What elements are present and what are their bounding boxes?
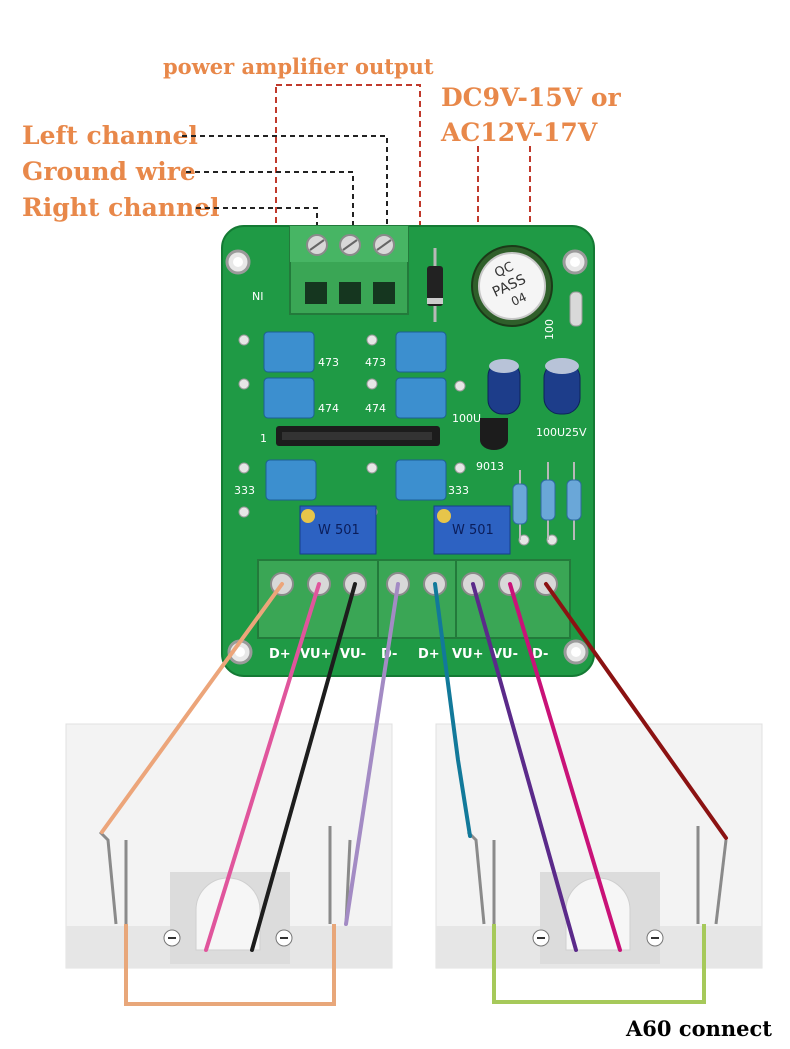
input-terminal-block bbox=[289, 225, 409, 315]
cap-333-right: 333 bbox=[448, 484, 469, 497]
resistor-100 bbox=[569, 291, 583, 327]
bridge-wire-right bbox=[492, 924, 706, 1004]
elcap-right-label: 100U25V bbox=[536, 426, 587, 439]
terminal-label-2: VU+ bbox=[300, 647, 332, 662]
pcb-board: NI QC PASS 04 100 bbox=[221, 225, 595, 677]
power-spec-line1: DC9V-15V or bbox=[441, 83, 621, 112]
vu-meter-left bbox=[65, 723, 393, 969]
left-channel-leader bbox=[182, 135, 388, 240]
cap-474-left: 474 bbox=[318, 402, 339, 415]
pot-left-label: W 501 bbox=[318, 523, 360, 538]
wire-left-vuplus bbox=[204, 582, 321, 952]
wire-left-dminus bbox=[344, 582, 400, 926]
ground-wire-leader bbox=[186, 171, 354, 240]
terminal-label-3: VU- bbox=[340, 647, 366, 662]
terminal-label-6: VU+ bbox=[452, 647, 484, 662]
film-capacitors bbox=[263, 331, 447, 501]
terminal-label-5: D+ bbox=[418, 647, 440, 662]
bridge-wire-left bbox=[124, 924, 336, 1006]
vu-meter-right bbox=[435, 723, 763, 969]
big-cap-mark-1: QC bbox=[492, 259, 516, 281]
resistors-vertical bbox=[512, 462, 582, 540]
input-marker-text: NI bbox=[252, 290, 263, 303]
small-electrolytic-capacitors bbox=[487, 358, 581, 415]
elcap-left-label: 100U bbox=[452, 412, 481, 425]
terminal-label-7: VU- bbox=[492, 647, 518, 662]
right-channel-label: Right channel bbox=[22, 193, 220, 222]
terminal-label-8: D- bbox=[532, 647, 548, 662]
wire-right-vuminus bbox=[508, 582, 622, 952]
wire-right-vuplus bbox=[471, 582, 578, 952]
resistor-100-label: 100 bbox=[543, 319, 556, 340]
wire-right-dplus bbox=[433, 582, 472, 838]
cap-473-right: 473 bbox=[365, 356, 386, 369]
power-amp-output-label: power amplifier output bbox=[163, 54, 434, 79]
main-electrolytic-capacitor: QC PASS 04 bbox=[471, 245, 553, 327]
trim-potentiometers bbox=[299, 505, 511, 555]
ic-strip bbox=[276, 426, 440, 446]
wire-left-vuminus bbox=[250, 582, 357, 952]
diode bbox=[427, 248, 443, 322]
mounting-holes bbox=[225, 249, 589, 665]
transistor bbox=[480, 418, 508, 450]
power-spec-line2: AC12V-17V bbox=[440, 118, 598, 147]
cap-473-left: 473 bbox=[318, 356, 339, 369]
wire-right-dminus bbox=[544, 582, 728, 840]
signal-wires bbox=[100, 582, 728, 952]
big-cap-mark-3: 04 bbox=[509, 290, 529, 309]
wire-left-dplus bbox=[100, 582, 284, 834]
pot-right-label: W 501 bbox=[452, 523, 494, 538]
transistor-label: 9013 bbox=[476, 460, 504, 473]
terminal-label-1: D+ bbox=[269, 647, 291, 662]
footer-caption: A60 connect bbox=[625, 1016, 772, 1041]
cap-333-left: 333 bbox=[234, 484, 255, 497]
ground-wire-label: Ground wire bbox=[22, 157, 196, 186]
cap-474-right: 474 bbox=[365, 402, 386, 415]
ic-pin-marker: 1 bbox=[260, 432, 267, 445]
left-channel-label: Left channel bbox=[22, 121, 198, 150]
right-channel-leader bbox=[196, 207, 318, 240]
